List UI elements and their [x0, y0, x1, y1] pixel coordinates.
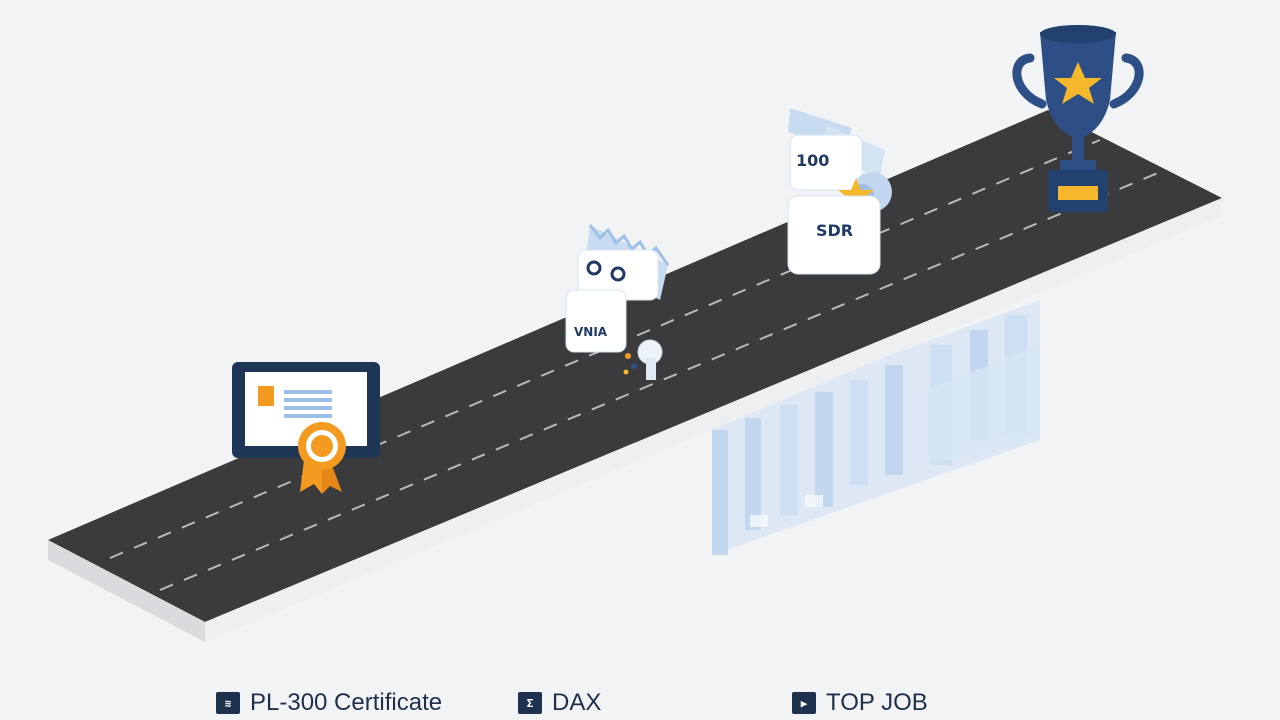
job-cards-graphic: 100 SDR — [787, 108, 892, 275]
legend-label-dax: DAX — [552, 689, 602, 716]
legend-label-top-job: TOP JOB — [826, 689, 928, 716]
legend: ≋ PL-300 Certificate Σ DAX ▶ TOP JOB — [0, 684, 1280, 720]
card-c-text: SDR — [816, 221, 853, 240]
trophy-icon — [1012, 25, 1144, 212]
certificate-icon — [232, 362, 380, 494]
job-legend-icon: ▶ — [792, 692, 816, 714]
legend-item-certificate: ≋ PL-300 Certificate — [216, 688, 442, 718]
legend-label-certificate: PL-300 Certificate — [250, 689, 443, 716]
legend-item-top-job: ▶ TOP JOB — [792, 688, 928, 718]
road-graphic — [48, 110, 1222, 642]
formula-legend-icon: Σ — [518, 692, 542, 714]
dax-cards-graphic: VNIA — [565, 224, 670, 380]
card-b-text: 100 — [796, 151, 829, 170]
legend-item-dax: Σ DAX — [518, 688, 601, 718]
chart-structure-graphic — [712, 300, 1040, 555]
card-a-text: VNIA — [574, 325, 608, 339]
certificate-legend-icon: ≋ — [216, 692, 240, 714]
